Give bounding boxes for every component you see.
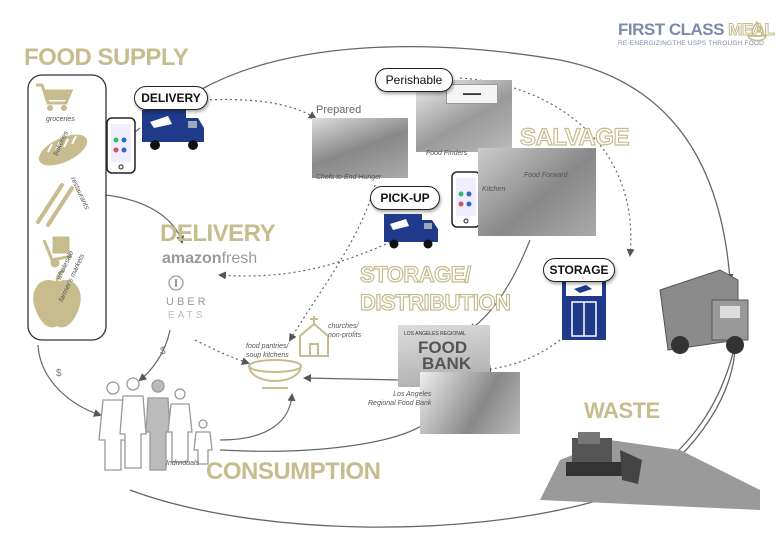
churches-label: churches/ non-profits (328, 323, 362, 339)
flow-foodbank-to-pantry (303, 374, 401, 383)
food-forward-label: Food Forward (524, 172, 568, 179)
flow-supply-to-individuals (37, 344, 102, 417)
storage-title-line1: STORAGE/ (359, 261, 471, 287)
dotted-pickup-to-amazon (218, 239, 396, 280)
garbage-truck-image (659, 269, 749, 354)
chefs-label: Chefs to End Hunger (316, 174, 382, 181)
flow-uber-to-individuals (138, 329, 171, 382)
brand-logo: FIRST CLASS MEAL (618, 20, 776, 40)
perishable-pill: Perishable (375, 68, 453, 92)
food-bank-sign-food: FOOD (418, 338, 468, 357)
pantries-label: food pantries/ soup kitchens (246, 343, 289, 359)
flow-supply-to-delivery (104, 194, 184, 244)
amazon-logo: amazonfresh (162, 250, 257, 268)
dotted-uber-to-pantry (194, 339, 250, 366)
smartphone-icon-2 (451, 171, 481, 228)
food-bank-sign-top: LOS ANGELES REGIONAL (404, 331, 466, 337)
flow-individuals-to-pantry (219, 393, 296, 441)
individuals-label: Individuals (166, 460, 200, 467)
flow-supply-to-perishable (199, 46, 734, 282)
apple-icon (33, 268, 81, 328)
amazon-fresh-text: fresh (221, 250, 258, 267)
flow-waste-loop (129, 344, 736, 528)
uber-icon (168, 275, 184, 291)
prepared-food-photo (312, 118, 408, 178)
grocery-cart-icon (36, 83, 74, 111)
dotted-prepared-to-pantry (288, 184, 376, 342)
brand-tagline: RE-ENERGIZINGTHE USPS THROUGH FOOD (618, 40, 765, 47)
bread-icon (38, 134, 88, 166)
food-bank-volunteers-photo (420, 372, 520, 434)
people-silhouettes (98, 377, 213, 471)
usps-truck-icon-1 (142, 110, 204, 150)
salvage-title: SALVAGE (519, 123, 630, 151)
fork-knife-icon (36, 183, 74, 227)
pickup-pill: PICK-UP (370, 186, 440, 210)
amazon-text: amazon (162, 250, 222, 267)
brand-name-part1: FIRST CLASS (618, 20, 729, 39)
consumption-title: CONSUMPTION (206, 458, 381, 485)
delivery-pill: DELIVERY (134, 86, 208, 110)
la-food-bank-label: Los Angeles Regional Food Bank (368, 391, 432, 407)
kitchen-label: Kitchen (482, 186, 506, 193)
dotted-delivery-to-prepared (204, 98, 317, 120)
flow-consumption-to-foodbank (219, 418, 432, 452)
food-finders-photo: ▬▬▬ (416, 80, 512, 152)
hand-truck-icon (42, 236, 73, 268)
supply-label-groceries: groceries (46, 116, 75, 123)
uber-text: UBER (166, 296, 209, 308)
brand-name-part2: MEAL (728, 20, 776, 40)
delivery-title: DELIVERY (160, 220, 276, 247)
storage-title-line2: DISTRIBUTION (359, 289, 511, 315)
usps-mailbox-icon (562, 278, 606, 340)
soup-bowl-icon (248, 359, 302, 389)
food-bank-sign-bank: BANK (422, 354, 472, 373)
food-forward-photo (478, 148, 596, 236)
usps-truck-icon-2 (384, 214, 438, 249)
fire-bowl-icon (746, 20, 767, 42)
landfill-bulldozer-image (540, 432, 760, 510)
dotted-storage-to-foodbank (483, 339, 561, 374)
food-finders-label: Food Finders (426, 150, 468, 157)
dollar-sign-1: $ (56, 368, 62, 379)
eats-text: EATS (168, 310, 206, 321)
food-finders-banner: ▬▬▬ (446, 84, 498, 104)
food-supply-title: FOOD SUPPLY (24, 44, 189, 71)
prepared-label: Prepared (316, 104, 362, 116)
flow-salvage-to-foodbank (468, 239, 531, 332)
smartphone-icon-1 (106, 117, 136, 174)
dollar-sign-2: $ (160, 346, 166, 357)
church-icon (299, 316, 329, 357)
storage-pill: STORAGE (543, 258, 615, 282)
waste-title: WASTE (584, 398, 660, 423)
